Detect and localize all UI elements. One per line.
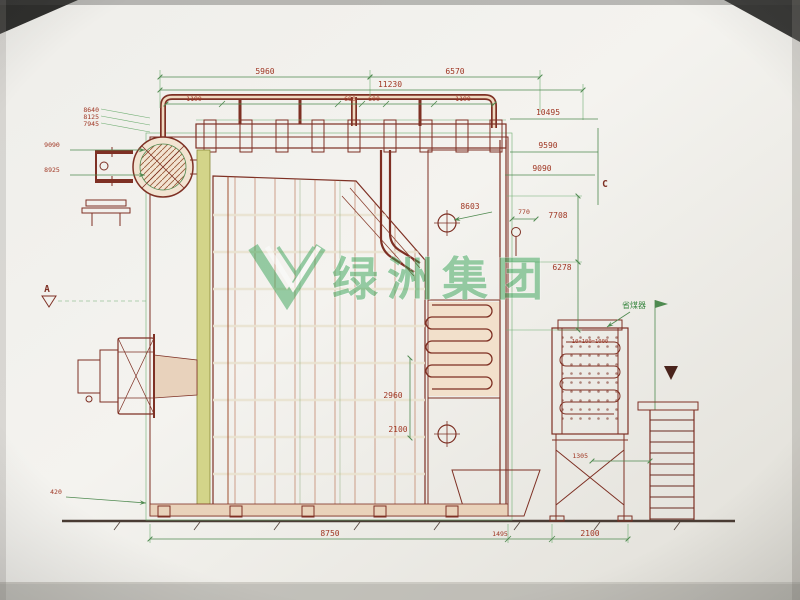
- photo-artifacts: [0, 0, 800, 600]
- drawing-canvas: 5960 6570 11230 1190 680 600 1190 10495 …: [0, 0, 800, 600]
- photo-of-boiler-drawing: 5960 6570 11230 1190 680 600 1190 10495 …: [0, 0, 800, 600]
